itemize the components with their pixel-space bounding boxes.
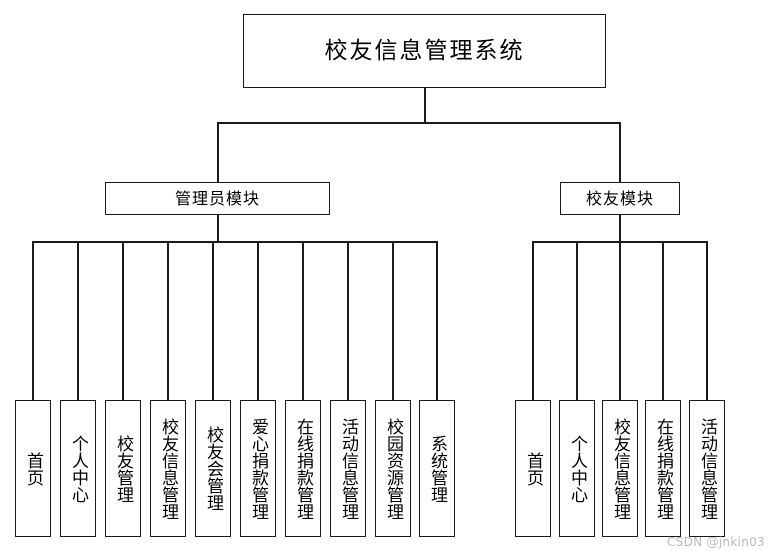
node-leaf-admin-9-label: 校园资源管理 xyxy=(383,417,403,520)
node-leaf-admin-2-label: 个人中心 xyxy=(68,434,88,503)
connector-admin-leaf-drop-1 xyxy=(32,241,34,400)
connector-alumni-leaf-drop-3 xyxy=(619,241,621,400)
connector-level1-bus xyxy=(217,122,620,124)
node-module-alumni[interactable]: 校友模块 xyxy=(560,182,680,215)
node-leaf-alumni-4[interactable]: 在线捐款管理 xyxy=(645,400,681,537)
node-leaf-alumni-3[interactable]: 校友信息管理 xyxy=(602,400,638,537)
node-leaf-alumni-4-label: 在线捐款管理 xyxy=(653,417,673,520)
connector-admin-leaf-drop-3 xyxy=(122,241,124,400)
node-leaf-admin-7[interactable]: 在线捐款管理 xyxy=(285,400,321,537)
connector-admin-leaf-drop-2 xyxy=(77,241,79,400)
node-leaf-admin-3-label: 校友管理 xyxy=(113,434,133,503)
node-leaf-admin-10-label: 系统管理 xyxy=(427,434,447,503)
node-leaf-alumni-1-label: 首页 xyxy=(523,451,543,486)
connector-admin-leaf-drop-7 xyxy=(302,241,304,400)
connector-admin-leaf-drop-6 xyxy=(257,241,259,400)
node-leaf-admin-8-label: 活动信息管理 xyxy=(338,417,358,520)
connector-alumni-leaf-drop-4 xyxy=(662,241,664,400)
node-module-alumni-label: 校友模块 xyxy=(585,188,654,208)
node-module-admin-label: 管理员模块 xyxy=(174,188,260,208)
node-leaf-admin-6-label: 爱心捐款管理 xyxy=(248,417,268,520)
node-root-system[interactable]: 校友信息管理系统 xyxy=(243,14,606,88)
node-leaf-admin-1-label: 首页 xyxy=(23,451,43,486)
node-leaf-alumni-2[interactable]: 个人中心 xyxy=(559,400,595,537)
csdn-watermark: CSDN @jnkin03 xyxy=(666,535,765,549)
node-leaf-admin-1[interactable]: 首页 xyxy=(15,400,51,537)
connector-alumni-leaf-drop-5 xyxy=(706,241,708,400)
connector-root-stem xyxy=(424,88,426,122)
node-leaf-alumni-5[interactable]: 活动信息管理 xyxy=(689,400,725,537)
node-leaf-admin-3[interactable]: 校友管理 xyxy=(105,400,141,537)
connector-alumni-leaf-drop-1 xyxy=(532,241,534,400)
connector-admin-leaf-drop-9 xyxy=(392,241,394,400)
node-leaf-admin-10[interactable]: 系统管理 xyxy=(419,400,455,537)
node-leaf-admin-5[interactable]: 校友会管理 xyxy=(195,400,231,537)
connector-admin-stem xyxy=(217,215,219,241)
node-leaf-admin-5-label: 校友会管理 xyxy=(203,426,223,511)
node-leaf-admin-2[interactable]: 个人中心 xyxy=(60,400,96,537)
connector-admin-leaf-drop-4 xyxy=(167,241,169,400)
node-root-label: 校友信息管理系统 xyxy=(324,37,525,64)
connector-drop-admin-module xyxy=(217,122,219,182)
node-leaf-admin-9[interactable]: 校园资源管理 xyxy=(375,400,411,537)
connector-admin-leaf-drop-8 xyxy=(347,241,349,400)
node-leaf-admin-6[interactable]: 爱心捐款管理 xyxy=(240,400,276,537)
node-module-admin[interactable]: 管理员模块 xyxy=(105,182,330,215)
node-leaf-admin-4[interactable]: 校友信息管理 xyxy=(150,400,186,537)
connector-admin-leaf-drop-10 xyxy=(436,241,438,400)
node-leaf-alumni-1[interactable]: 首页 xyxy=(515,400,551,537)
node-leaf-alumni-5-label: 活动信息管理 xyxy=(697,417,717,520)
node-leaf-admin-7-label: 在线捐款管理 xyxy=(293,417,313,520)
connector-alumni-stem xyxy=(619,215,621,241)
node-leaf-admin-8[interactable]: 活动信息管理 xyxy=(330,400,366,537)
node-leaf-alumni-3-label: 校友信息管理 xyxy=(610,417,630,520)
connector-alumni-leaf-drop-2 xyxy=(576,241,578,400)
connector-admin-bus xyxy=(32,241,436,243)
connector-drop-alumni-module xyxy=(619,122,621,182)
node-leaf-alumni-2-label: 个人中心 xyxy=(567,434,587,503)
connector-admin-leaf-drop-5 xyxy=(212,241,214,400)
node-leaf-admin-4-label: 校友信息管理 xyxy=(158,417,178,520)
